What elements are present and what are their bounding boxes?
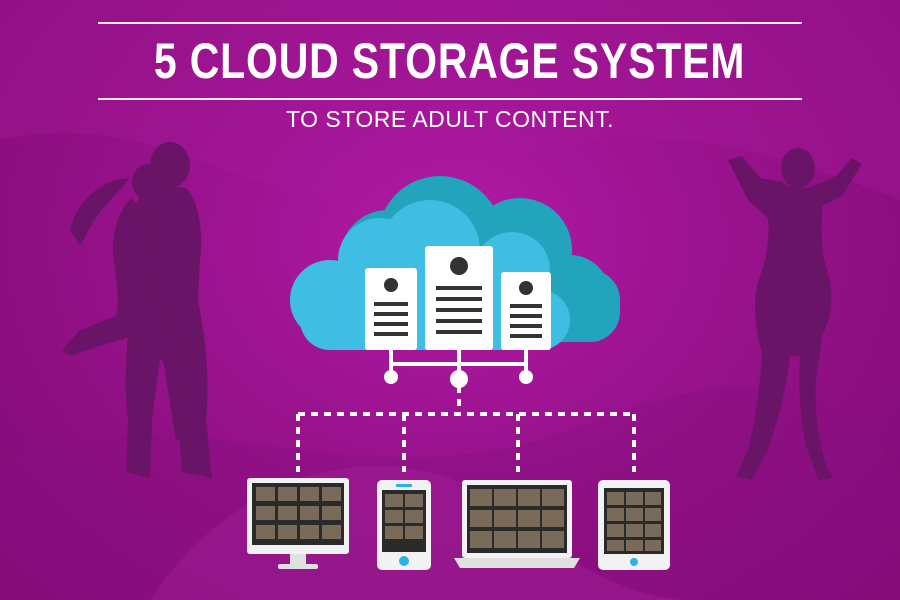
connector-nodes xyxy=(384,370,533,388)
server-right-icon xyxy=(501,272,551,350)
network-connector xyxy=(296,350,636,472)
desktop-monitor-icon xyxy=(247,478,349,569)
tablet-portrait-icon xyxy=(377,480,431,570)
page-title: 5 CLOUD STORAGE SYSTEM xyxy=(154,33,746,89)
server-left-icon xyxy=(365,268,417,350)
woman-silhouette-icon xyxy=(728,148,862,480)
title-frame: 5 CLOUD STORAGE SYSTEM xyxy=(98,22,802,100)
server-center-icon xyxy=(425,246,493,350)
page-subtitle: TO STORE ADULT CONTENT. xyxy=(285,106,615,132)
couple-silhouette-icon xyxy=(62,142,212,478)
laptop-icon xyxy=(454,480,580,568)
tablet-icon xyxy=(598,480,670,570)
